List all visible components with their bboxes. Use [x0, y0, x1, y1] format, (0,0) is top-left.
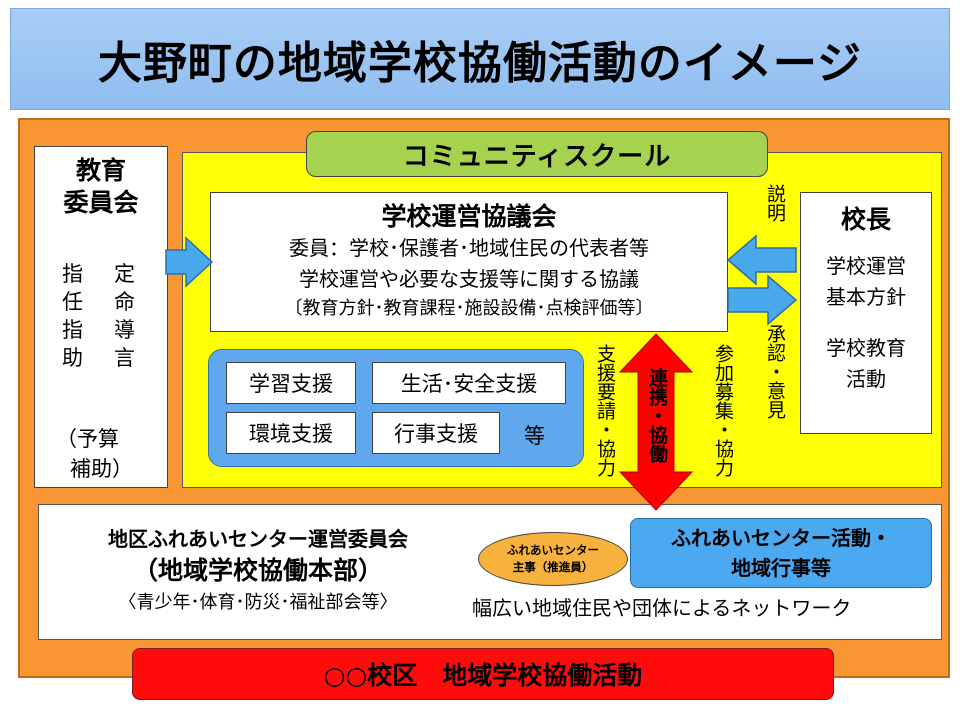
council-topics: 〔教育方針･教育課程･施設設備･点検評価等〕 [284, 298, 654, 319]
label-approve: 承認・意見 [764, 324, 786, 419]
duty-char: 言 [114, 346, 135, 370]
arrow-approve-right [727, 274, 798, 326]
support-learning: 学習支援 [226, 362, 356, 404]
council-purpose: 学校運営や必要な支援等に関する協議 [299, 267, 639, 291]
duty-char: 導 [114, 318, 135, 342]
label-participation: 参加募集・協力 [712, 344, 734, 477]
principal-box: 校長 学校運営 基本方針 学校教育 活動 [800, 192, 932, 434]
network-text: 幅広い地域住民や団体によるネットワーク [472, 596, 852, 620]
title-banner: 大野町の地域学校協働活動のイメージ [10, 8, 950, 110]
school-council-box: 学校運営協議会 委員：学校･保護者･地域住民の代表者等 学校運営や必要な支援等に… [210, 192, 728, 332]
duty-row: 助言 [62, 342, 142, 370]
arrow-explain-left [726, 234, 797, 286]
board-budget: （予算 補助） [56, 424, 133, 484]
support-environment: 環境支援 [226, 412, 356, 454]
principal-heading: 校長 [840, 205, 891, 234]
duty-char: 指 [62, 318, 83, 342]
arrow-board-to-council [165, 236, 214, 288]
footer-bar: ○○校区 地域学校協働活動 [132, 648, 834, 700]
community-school-label: コミュニティスクール [306, 131, 768, 177]
duty-char: 命 [114, 290, 135, 314]
activity-line1: ふれあいセンター活動・ [671, 526, 891, 550]
center-activity-box: ふれあいセンター活動・ 地域行事等 [630, 518, 932, 588]
label-collaboration: 連携・協働 [646, 368, 668, 463]
page-title: 大野町の地域学校協働活動のイメージ [97, 38, 863, 89]
duty-row: 任命 [62, 286, 142, 314]
coordinator-oval: ふれあいセンター 主事（推進員） [478, 532, 628, 586]
coordinator-line2: 主事（推進員） [512, 560, 594, 574]
duty-row: 指導 [62, 314, 142, 342]
principal-policy-line1: 学校運営 [826, 254, 906, 278]
duty-char: 助 [62, 346, 83, 370]
center-committee: 地区ふれあいセンター運営委員会 （地域学校協働本部） 〈青少年･体育･防災･福祉… [48, 524, 468, 618]
budget-line2: 補助） [70, 457, 133, 481]
board-name: 教育 委員会 [35, 155, 167, 219]
principal-activity-line2: 活動 [846, 367, 886, 391]
principal-policy-line2: 基本方針 [826, 285, 906, 309]
council-heading: 学校運営協議会 [381, 202, 557, 231]
committee-name: 地区ふれあいセンター運営委員会 [108, 527, 408, 551]
board-name-line1: 教育 [75, 156, 126, 185]
duty-row: 指定 [62, 258, 142, 286]
label-support-request: 支援要請・協力 [594, 344, 616, 477]
duty-char: 定 [114, 262, 135, 286]
board-name-line2: 委員会 [63, 188, 139, 217]
support-etc: 等 [524, 424, 545, 448]
arrow-collaboration [618, 333, 694, 511]
budget-line1: （予算 [56, 427, 119, 451]
support-events: 行事支援 [372, 412, 500, 454]
label-explain: 説明 [764, 184, 786, 222]
duty-char: 指 [62, 262, 83, 286]
board-of-education-box: 教育 委員会 [34, 146, 168, 488]
council-members: 委員：学校･保護者･地域住民の代表者等 [289, 236, 649, 260]
principal-activity-line1: 学校教育 [826, 336, 906, 360]
support-life-safety: 生活･安全支援 [372, 362, 566, 404]
duty-char: 任 [62, 290, 83, 314]
collaboration-hq: （地域学校協働本部） [132, 556, 383, 585]
sub-committees: 〈青少年･体育･防災･福祉部会等〉 [118, 592, 398, 613]
coordinator-line1: ふれあいセンター [507, 543, 599, 557]
activity-line2: 地域行事等 [731, 556, 831, 580]
board-duties: 指定 任命 指導 助言 [62, 258, 142, 370]
